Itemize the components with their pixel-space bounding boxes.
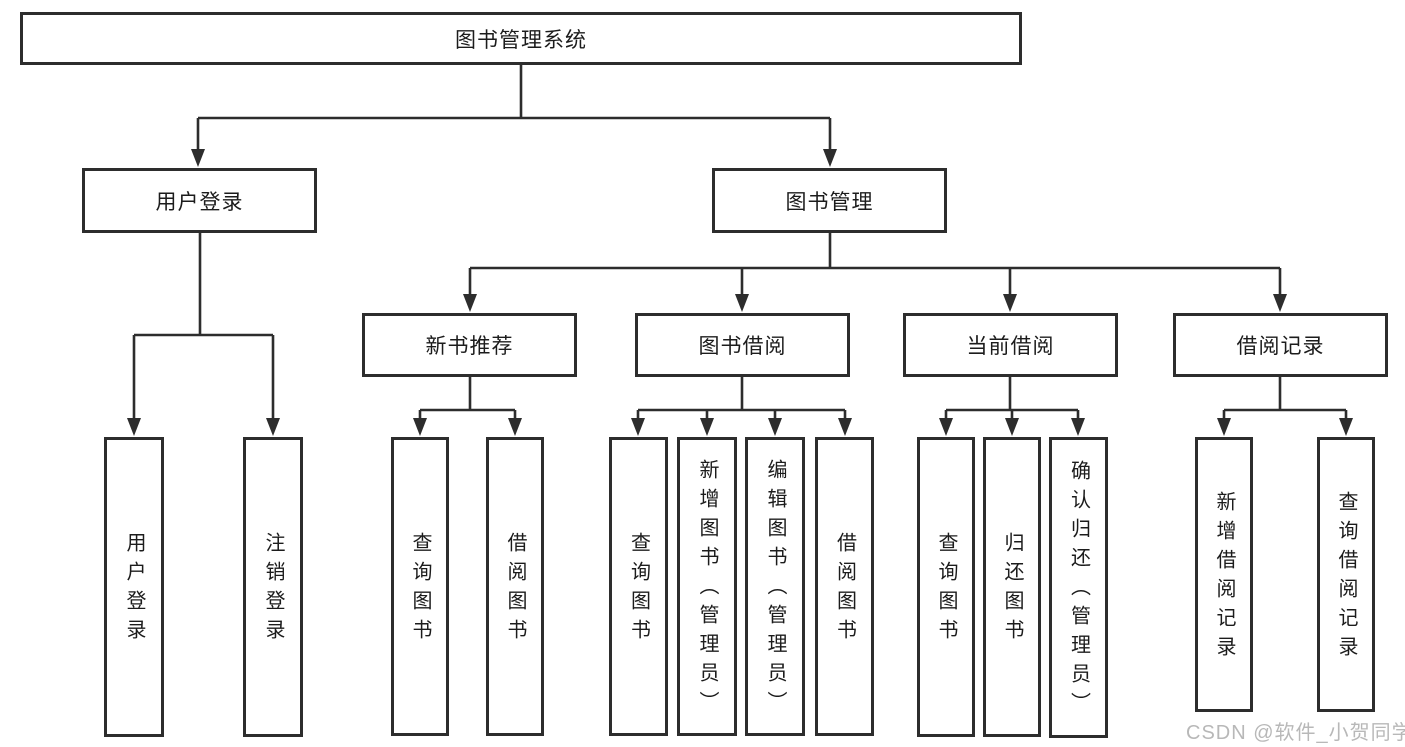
- node-library-management-system: 图书管理系统: [20, 12, 1022, 65]
- leaf-user-login: 用户登录: [104, 437, 164, 737]
- leaf-confirm-return-admin: 确认归还（管理员）: [1049, 437, 1108, 738]
- node-user-login: 用户登录: [82, 168, 317, 233]
- leaf-add-books-admin: 新增图书（管理员）: [677, 437, 737, 736]
- leaf-borrow-books-recommend: 借阅图书: [486, 437, 544, 736]
- leaf-query-books-recommend: 查询图书: [391, 437, 449, 736]
- node-borrowing-records: 借阅记录: [1173, 313, 1388, 377]
- node-new-book-recommendation: 新书推荐: [362, 313, 577, 377]
- leaf-borrow-books: 借阅图书: [815, 437, 874, 736]
- leaf-query-books-borrow: 查询图书: [609, 437, 668, 736]
- leaf-edit-books-admin: 编辑图书（管理员）: [745, 437, 805, 736]
- leaf-query-books-current: 查询图书: [917, 437, 975, 737]
- leaf-logout: 注销登录: [243, 437, 303, 737]
- csdn-watermark: CSDN @软件_小贺同学: [1186, 722, 1405, 744]
- leaf-return-books: 归还图书: [983, 437, 1041, 737]
- node-book-borrowing: 图书借阅: [635, 313, 850, 377]
- node-book-management: 图书管理: [712, 168, 947, 233]
- connector-segments: [132, 65, 1348, 421]
- node-current-borrowing: 当前借阅: [903, 313, 1118, 377]
- leaf-add-borrow-record: 新增借阅记录: [1195, 437, 1253, 712]
- leaf-query-borrow-record: 查询借阅记录: [1317, 437, 1375, 712]
